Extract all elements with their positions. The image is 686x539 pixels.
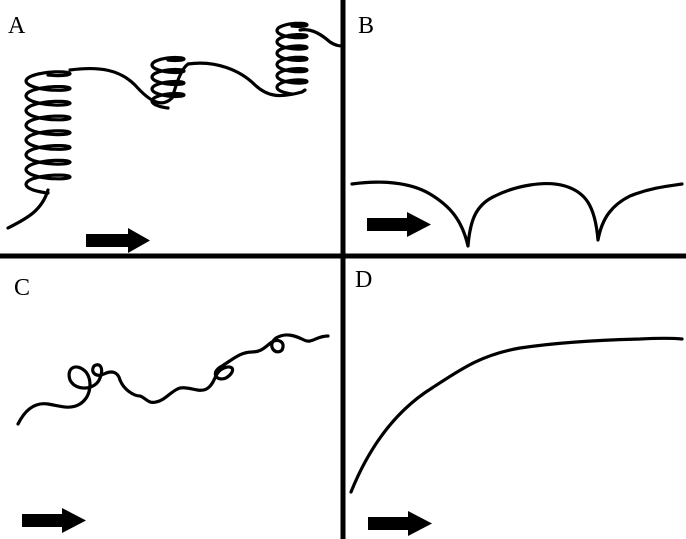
panel-a-drawing (6, 21, 346, 253)
panel-c-curve (16, 333, 330, 426)
panel-d-arrow (368, 511, 432, 536)
panel-d-drawing (349, 336, 684, 536)
panel-a-coil-right (275, 21, 309, 96)
panel-label-a: A (8, 13, 26, 39)
panel-c-drawing (16, 333, 330, 533)
panel-d-curve (349, 336, 684, 494)
panel-label-d: D (355, 267, 373, 293)
panel-b-curve (350, 180, 684, 248)
panel-b-arrow (367, 212, 431, 237)
panel-a-coil-left (24, 70, 72, 195)
panel-a-arrow (86, 228, 150, 253)
panel-c-arrow (22, 508, 86, 533)
panel-a-backbone (6, 28, 346, 230)
panel-a-coil-middle (150, 55, 186, 110)
panel-b-drawing (350, 180, 684, 248)
panel-label-b: B (358, 13, 375, 39)
panel-label-c: C (14, 275, 31, 301)
